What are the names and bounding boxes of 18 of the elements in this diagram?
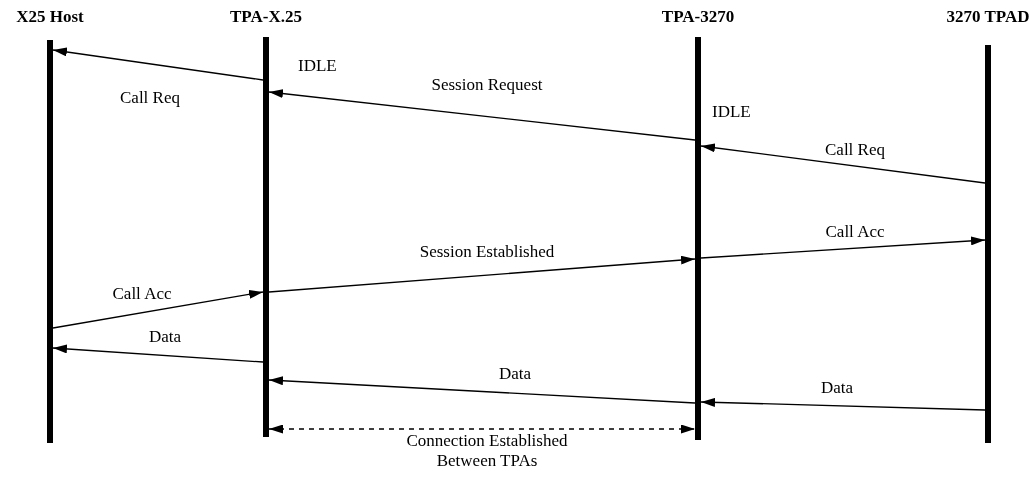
arrow [700,142,986,184]
lifeline-heading: TPA-3270 [660,6,736,28]
lifeline-heading: X25 Host [15,6,85,28]
lifeline-heading: 3270 TPAD [945,6,1031,28]
arrow [52,289,264,329]
arrow [268,88,696,141]
state-label: IDLE [298,56,337,76]
arrow [268,255,696,293]
arrow [700,397,986,411]
lifeline-heading: TPA-X.25 [229,6,303,28]
arrow [700,236,986,259]
edge-label: Call Req [823,140,887,160]
arrow [52,46,264,81]
arrow [268,424,696,434]
arrow [268,376,696,404]
state-label: IDLE [712,102,751,122]
edge-label: Call Req [118,88,182,108]
arrow [52,344,264,363]
